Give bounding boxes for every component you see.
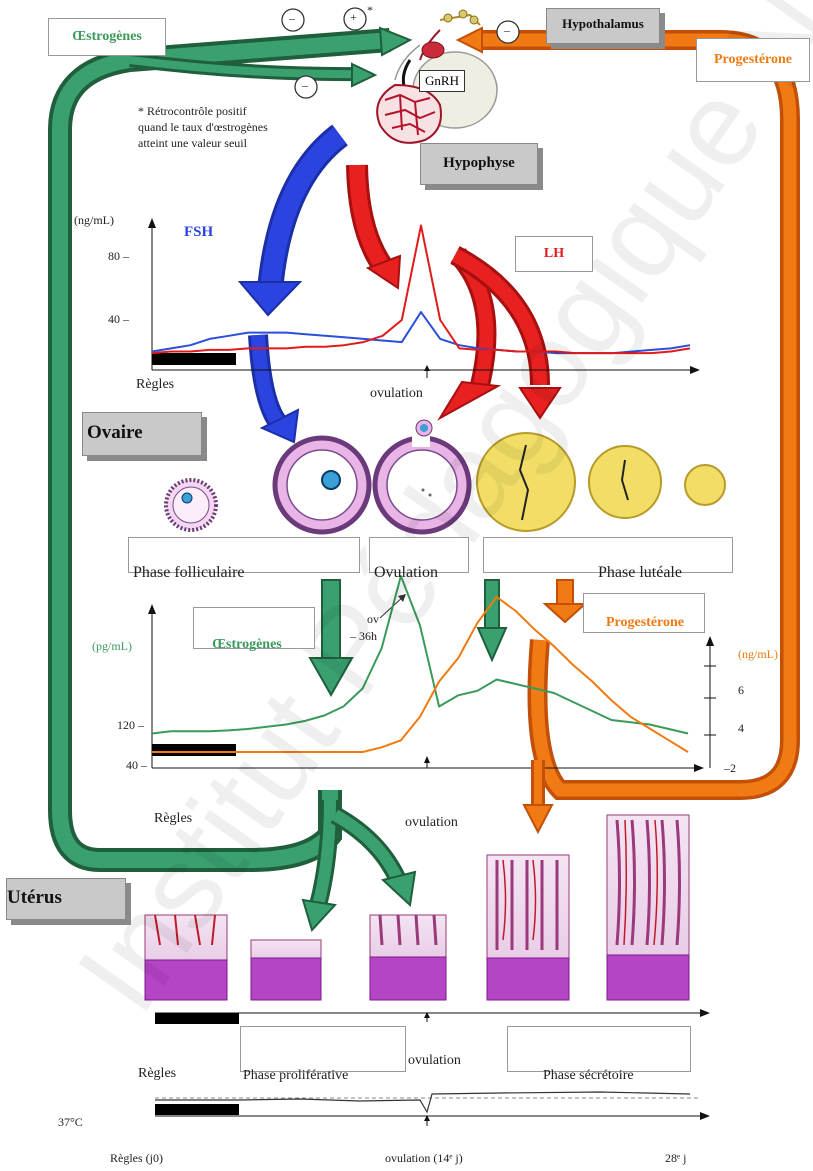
ovulation-14-label: ovulation (14ᵉ j) [385, 1151, 463, 1165]
positive-feedback-note: * Rétrocontrôle positif quand le taux d'… [138, 104, 268, 150]
sign-plus: + [350, 10, 357, 24]
chart2-series-estrogen [151, 575, 689, 735]
phase-secretoire-label: Phase sécrétoire [543, 1068, 634, 1083]
sign-minus-1: – [289, 11, 295, 25]
ovulation-label-1: ovulation [370, 386, 423, 401]
estrogen-label-top: Œstrogènes [48, 18, 166, 56]
phase-luteale-box [483, 537, 733, 573]
phase-secretoire-box [507, 1026, 691, 1072]
phase-folliculaire-label: Phase folliculaire [133, 564, 245, 581]
estrogen-label-mid-text: Œstrogènes [212, 637, 282, 652]
chart-gonadotropins-axes [148, 218, 700, 378]
chart1-ylabel: (ng/mL) [74, 213, 114, 227]
ovaire-label: Ovaire [82, 412, 202, 456]
day-28-label: 28ᵉ j [665, 1151, 687, 1165]
fsh-label: FSH [184, 224, 214, 240]
regles-label-2: Règles [154, 811, 193, 826]
temperature-timeline [155, 1091, 710, 1126]
ovulation-label-2: ovulation [405, 815, 458, 830]
ov-time-label: – 36h [350, 629, 377, 643]
endometrium-stages [144, 814, 690, 1001]
chart2-ylabel-left: (pg/mL) [92, 639, 132, 653]
temperature-37-label: 37°C [58, 1115, 83, 1129]
chart1-series-lh [151, 224, 691, 355]
gnrh-label: GnRH [419, 70, 465, 92]
uterus-label: Utérus [6, 878, 126, 920]
chart2-ylabel-right: (ng/mL) [738, 647, 778, 661]
chart2-rtick-6: 6 [738, 683, 744, 697]
chart1-ytick-80: 80 – [108, 249, 129, 263]
ov-marker-label: ov [367, 612, 379, 626]
lh-label: LH [515, 236, 593, 272]
sign-minus-2: – [504, 23, 510, 37]
ovulation-phase-label: Ovulation [374, 564, 438, 581]
chart2-rtick-4: 4 [738, 721, 744, 735]
ovulation-box [369, 537, 469, 573]
regles-label-3: Règles [138, 1066, 177, 1081]
chart-gonadotropins-lines [151, 224, 691, 355]
chart1-ytick-40: 40 – [108, 312, 129, 326]
asterisk: * [367, 3, 373, 17]
regles-label-1: Règles [136, 377, 175, 392]
uterus-timeline [155, 1009, 710, 1024]
estrogen-label-mid [193, 607, 315, 649]
chart-ovarian-hormones-lines [151, 575, 689, 753]
progesterone-label-mid-text: Progestérone [606, 615, 685, 630]
chart2-ytick-40: 40 – [126, 758, 147, 772]
phase-proliferative-label: Phase proliférative [243, 1068, 349, 1083]
chart2-rtick-2: –2 [724, 761, 736, 775]
chart2-series-progesterone [152, 595, 689, 753]
phase-proliferative-box [240, 1026, 406, 1072]
phase-folliculaire-box [128, 537, 360, 573]
progesterone-label-top: Progestérone [696, 38, 810, 82]
chart2-ytick-120: 120 – [117, 718, 144, 732]
ovulation-label-3: ovulation [408, 1053, 461, 1068]
sign-minus-3: – [302, 78, 308, 92]
ovary-follicle-stages [164, 419, 726, 535]
hypophyse-label: Hypophyse [420, 143, 538, 185]
progesterone-label-mid [583, 593, 705, 633]
regles-j0-label: Règles (j0) [110, 1151, 163, 1165]
hypothalamus-label: Hypothalamus [546, 8, 660, 44]
phase-luteale-label: Phase lutéale [598, 564, 682, 581]
